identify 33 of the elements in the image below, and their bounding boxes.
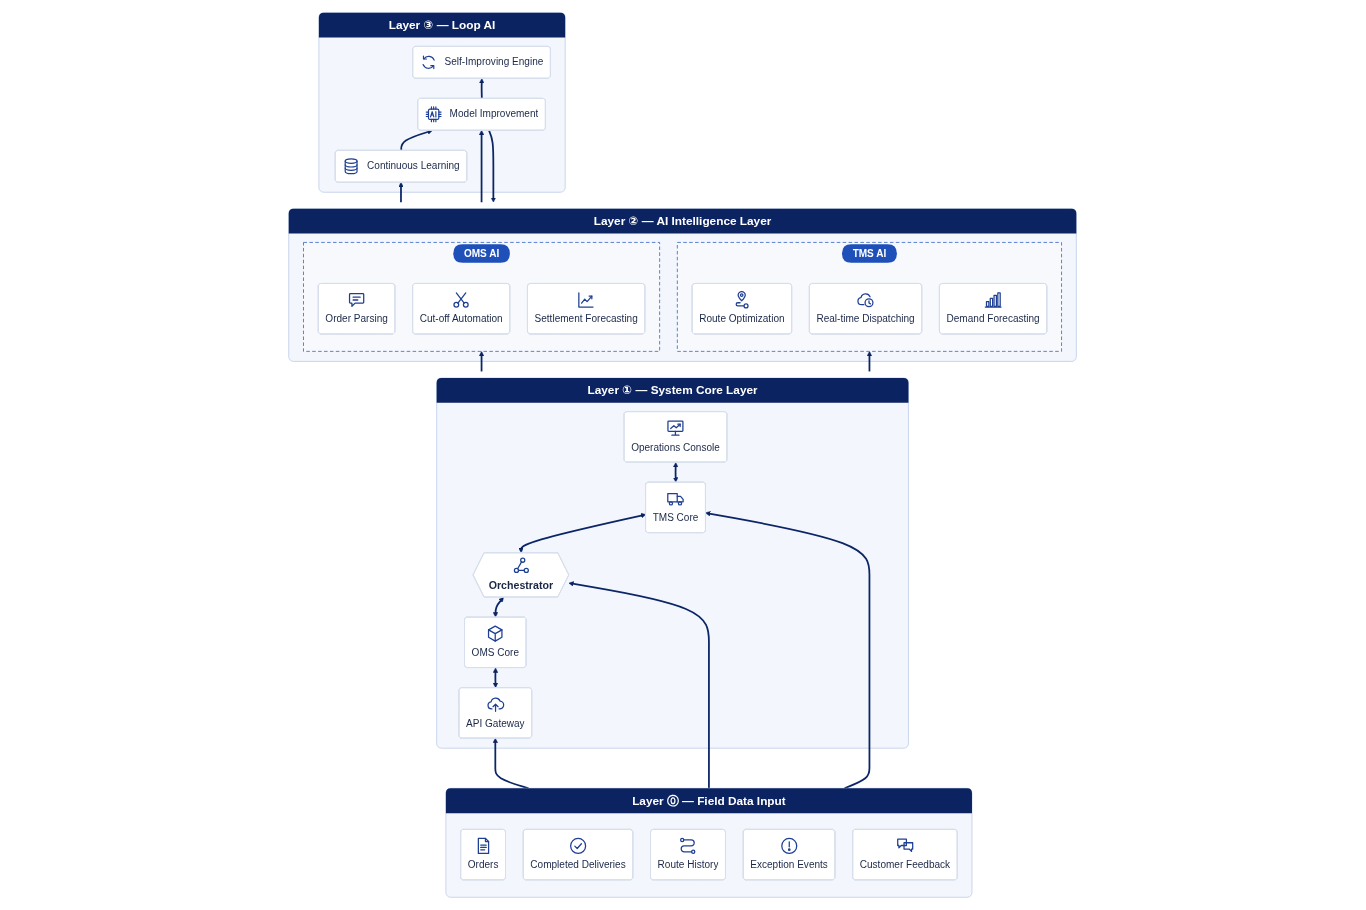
- arrow: [488, 129, 497, 203]
- process-box: Order Parsing: [318, 283, 396, 335]
- process-box: TMS Core: [645, 481, 707, 534]
- arrow: [518, 513, 647, 553]
- arrow: [493, 737, 530, 790]
- process-box: Demand Forecasting: [939, 283, 1048, 335]
- process-box: Customer Feedback: [852, 828, 959, 881]
- process-box: Operations Console: [624, 411, 728, 463]
- process-box: Route History: [650, 828, 727, 881]
- process-box: Real-time Dispatching: [809, 283, 923, 335]
- arrow: [398, 181, 405, 204]
- arrow: [673, 462, 679, 483]
- arrow: [493, 597, 505, 618]
- process-box: Orders: [460, 828, 507, 881]
- arrow: [569, 581, 711, 790]
- process-box: Exception Events: [743, 828, 836, 881]
- arrow: [705, 511, 871, 790]
- arrow: [479, 130, 485, 204]
- arrow: [493, 667, 499, 688]
- process-box: OMS Core: [464, 616, 528, 668]
- process-box: Cut-off Automation: [412, 283, 511, 335]
- process-box: Route Optimization: [692, 283, 793, 335]
- process-box: API Gateway: [458, 687, 533, 739]
- hexagon-node: Orchestrator: [473, 552, 570, 598]
- process-box: Continuous Learning: [335, 149, 468, 183]
- process-box: Model Improvement: [417, 97, 547, 131]
- process-box: Completed Deliveries: [523, 828, 634, 881]
- arrow: [479, 78, 485, 100]
- arrow: [867, 351, 873, 373]
- arrow: [479, 351, 485, 373]
- process-box: Self-Improving Engine: [412, 45, 552, 79]
- arrow: [400, 129, 434, 152]
- process-box: Settlement Forecasting: [527, 283, 646, 335]
